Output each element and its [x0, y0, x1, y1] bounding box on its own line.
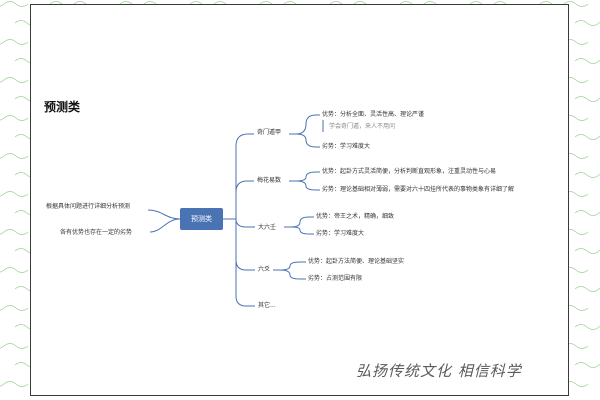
left-connector-bottom [149, 218, 181, 233]
pattern-squiggle-162 [0, 343, 29, 349]
pattern-squiggle-54 [0, 115, 29, 121]
qimen-advantage-note: 学会奇门遁，来人不用问 [329, 123, 396, 130]
leaf-link-meihua-adv [289, 171, 320, 182]
branch-others[interactable]: 其它... [258, 302, 276, 309]
pattern-squiggle-0 [0, 1, 29, 7]
pattern-squiggle-125 [574, 248, 600, 254]
pattern-squiggle-36 [0, 77, 29, 83]
mindmap-canvas [30, 4, 569, 396]
leaf-link-meihua-dis [295, 180, 320, 191]
liuyao-advantage[interactable]: 优势：起卦方法简便、理论基础坚实 [308, 258, 405, 265]
pattern-squiggle-108 [0, 229, 29, 235]
pattern-squiggle-144 [0, 305, 29, 311]
qimen-advantage[interactable]: 优势：分析全面、灵活性高、理论严谨 [322, 111, 425, 118]
pattern-squiggle-126 [0, 267, 29, 273]
branch-link-others [235, 219, 255, 307]
branch-link-qimen [235, 133, 254, 219]
pattern-squiggle-17 [574, 20, 600, 26]
branch-liuyao[interactable]: 六爻 [258, 266, 271, 273]
liuyao-disadvantage[interactable]: 劣势：占测范围有限 [308, 275, 363, 282]
branch-meihua-yishu[interactable]: 梅花易数 [257, 177, 282, 184]
left-connector-top [147, 209, 181, 220]
leaf-link-qimen-dis [295, 133, 320, 148]
liuren-advantage[interactable]: 优势：帝王之术，精确，细致 [316, 213, 395, 220]
branch-qimen-dunjia[interactable]: 奇门遁甲 [257, 129, 282, 136]
pattern-squiggle-107 [574, 210, 600, 216]
pattern-squiggle-53 [574, 96, 600, 102]
left-note-analysis[interactable]: 根据具体问题进行详细分析预测 [46, 203, 131, 210]
page-title: 预测类 [44, 100, 81, 114]
branch-link-meihua [235, 180, 254, 219]
meihua-disadvantage[interactable]: 劣势：理论基础相对薄弱，需要对六十四挂所代表的事物类象有详细了解 [322, 186, 515, 193]
branch-link-liuren [235, 218, 255, 228]
leaf-link-liuyao-dis [279, 269, 306, 280]
pattern-squiggle-18 [0, 39, 29, 45]
liuren-disadvantage[interactable]: 劣势：学习难度大 [316, 230, 365, 237]
leaf-link-liuren-dis [290, 226, 314, 235]
pattern-squiggle-161 [574, 324, 600, 330]
branch-da-liuren[interactable]: 大六壬 [258, 224, 277, 231]
center-node[interactable]: 预测类 [180, 208, 223, 230]
meihua-advantage[interactable]: 优势：起卦方式灵活简便，分析判断直观形象，注重灵动性与心易 [322, 168, 497, 175]
leaf-link-qimen-adv [289, 114, 320, 135]
pattern-squiggle-180 [0, 381, 29, 387]
pattern-squiggle-143 [574, 286, 600, 292]
slogan-watermark: 弘扬传统文化 相信科学 [356, 362, 522, 380]
pattern-squiggle-89 [574, 172, 600, 178]
left-note-pros-cons[interactable]: 各有优势也存在一定的劣势 [60, 229, 133, 236]
leaf-link-liuren-adv [284, 216, 314, 228]
pattern-squiggle-90 [0, 191, 29, 197]
pattern-squiggle-35 [574, 58, 600, 64]
pattern-squiggle-72 [0, 153, 29, 159]
pattern-squiggle-179 [574, 362, 600, 368]
pattern-squiggle-71 [574, 134, 600, 140]
qimen-disadvantage[interactable]: 劣势：学习难度大 [322, 143, 371, 150]
leaf-link-liuyao-adv [273, 261, 306, 271]
